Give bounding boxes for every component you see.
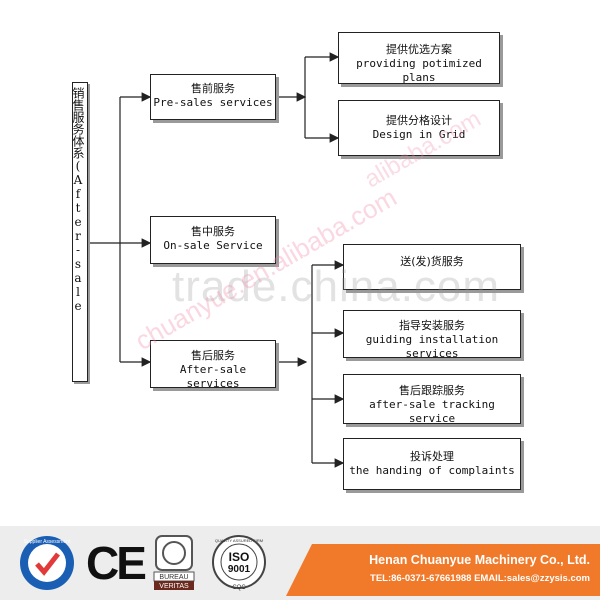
node-installation: 指导安装服务 guiding installation services	[343, 310, 521, 360]
service-system-diagram: 销售服务体系(After-sale service system) 售前服务 P…	[72, 32, 521, 490]
node-grid-design-en: Design in Grid	[372, 128, 466, 141]
node-delivery: 送(发)货服务	[343, 244, 521, 290]
node-optimized-plans: 提供优选方案 providing potimized plans	[338, 32, 500, 84]
supplier-assessment-badge-icon: Supplier Assessment	[20, 536, 74, 590]
node-optimized-plans-en: providing potimized plans	[356, 57, 482, 84]
bureau-top-text: BUREAU	[159, 574, 188, 581]
bureau-bottom-text: VERITAS	[159, 583, 189, 590]
node-pre-sales-en: Pre-sales services	[153, 96, 273, 109]
company-banner: Henan Chuanyue Machinery Co., Ltd. TEL:8…	[286, 544, 600, 596]
node-complaints: 投诉处理 the handing of complaints	[343, 438, 521, 490]
iso-number-text: 9001	[228, 564, 251, 575]
node-pre-sales-zh: 售前服务	[191, 82, 235, 95]
node-after-sale-zh: 售后服务	[191, 349, 235, 362]
node-installation-en: guiding installation services	[365, 333, 499, 360]
node-on-sale: 售中服务 On-sale Service	[150, 216, 276, 264]
bureau-veritas-badge-icon: BUREAU VERITAS	[153, 535, 195, 590]
company-name: Henan Chuanyue Machinery Co., Ltd.	[369, 553, 590, 567]
node-grid-design-zh: 提供分格设计	[386, 114, 452, 127]
iso-text: ISO	[229, 550, 250, 564]
root-label: 销售服务体系(After-sale service system)	[72, 87, 85, 313]
node-on-sale-zh: 售中服务	[191, 225, 235, 238]
node-on-sale-en: On-sale Service	[163, 239, 263, 252]
connector-lines	[88, 52, 345, 468]
node-optimized-plans-zh: 提供优选方案	[386, 43, 452, 56]
node-pre-sales: 售前服务 Pre-sales services	[150, 74, 276, 120]
node-delivery-zh: 送(发)货服务	[400, 255, 464, 268]
node-tracking: 售后跟踪服务 after-sale tracking service	[343, 374, 521, 425]
node-installation-zh: 指导安装服务	[399, 319, 465, 332]
company-contact: TEL:86-0371-67661988 EMAIL:sales@zzysis.…	[370, 573, 590, 584]
node-tracking-en: after-sale tracking service	[369, 398, 495, 425]
ce-mark-icon: CE	[86, 537, 147, 589]
root-node: 销售服务体系(After-sale service system)	[72, 82, 88, 382]
node-complaints-zh: 投诉处理	[410, 450, 454, 463]
node-after-sale: 售后服务 After-sale services	[150, 340, 276, 390]
node-after-sale-en: After-sale services	[179, 363, 247, 390]
node-complaints-en: the handing of complaints	[349, 464, 515, 477]
supplier-assessment-text: Supplier Assessment	[24, 539, 71, 545]
node-tracking-zh: 售后跟踪服务	[399, 384, 465, 397]
cqc-text: CQC	[232, 585, 246, 591]
iso-9001-badge-icon: ISO 9001 CQC QUALITY ASSURED FIRM	[212, 535, 266, 591]
assured-text: QUALITY ASSURED FIRM	[215, 538, 263, 543]
node-grid-design: 提供分格设计 Design in Grid	[338, 100, 500, 156]
